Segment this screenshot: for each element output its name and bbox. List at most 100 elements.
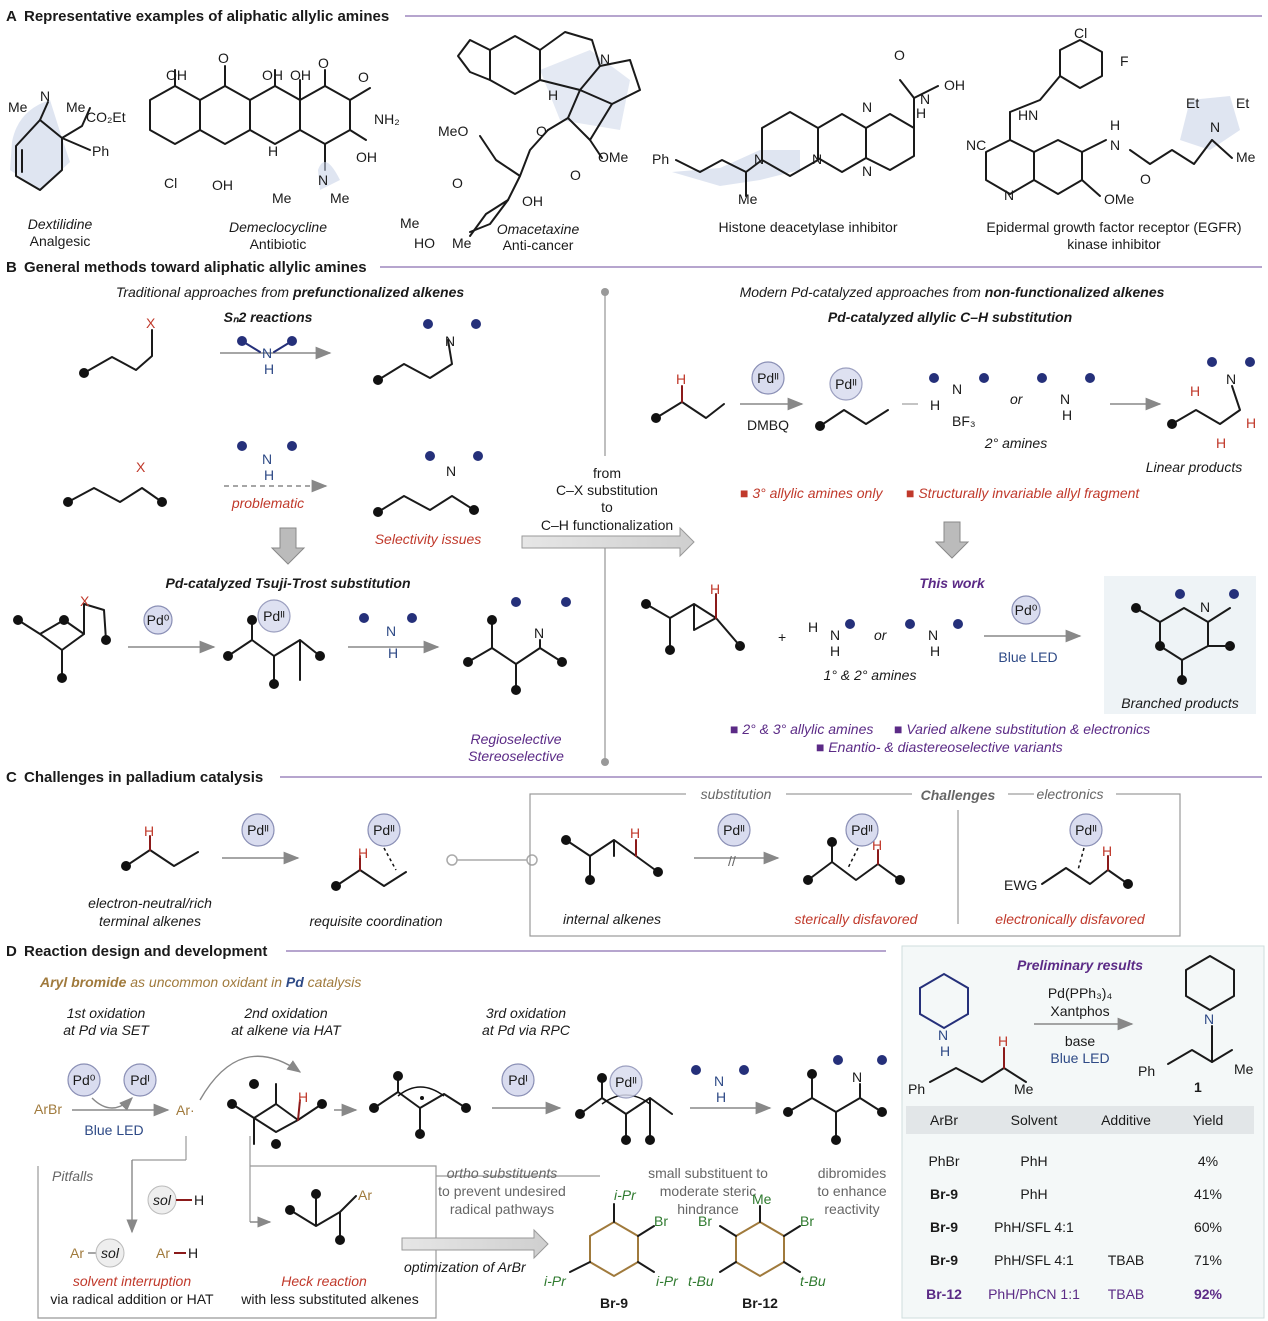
ox3-label: 3rd oxidation (486, 1005, 566, 1021)
atom-n: N (600, 51, 610, 67)
table-row: PhBr PhH 4% (928, 1153, 1218, 1169)
atom-n: N (1226, 371, 1236, 387)
table-row: Br-9 PhH/SFL 4:1 TBAB 71% (930, 1252, 1222, 1268)
atom-n: N (920, 91, 930, 107)
regioselective-label: Regioselective (470, 731, 561, 747)
solvent-interruption-label: solvent interruption (73, 1273, 192, 1289)
atom-n: N (318, 172, 328, 188)
dextilidine-structure: N Me Me CO₂Et Ph Dextilidine Analgesic (8, 88, 126, 249)
ox2-label: 2nd oxidation (243, 1005, 328, 1021)
atom-oh: OH (166, 67, 187, 83)
egfr-inhibitor-structure: Cl F HN NC N N H O OMe N Et Et Me Epider… (966, 25, 1256, 252)
blue-led-label: Blue LED (84, 1122, 143, 1138)
allylic-h: H (872, 837, 882, 853)
atom-n: N (1060, 391, 1070, 407)
atom-h: H (194, 1192, 204, 1208)
panel-a: A Representative examples of aliphatic a… (6, 8, 1262, 253)
design-note: moderate steric (660, 1183, 756, 1199)
atom-oh: OH (212, 177, 233, 193)
atom-n: N (1204, 1011, 1214, 1027)
center-text-line: C–X substitution (556, 482, 658, 498)
hdac-inhibitor-structure: Ph N N Me N N O N H OH Histone deacetyla… (652, 47, 965, 235)
atom-n: N (1210, 119, 1220, 135)
heck-detail: with less substituted alkenes (240, 1291, 418, 1307)
table-row: Br-12 PhH/PhCN 1:1 TBAB 92% (926, 1286, 1222, 1302)
atom-h: H (808, 619, 818, 635)
design-note: to prevent undesired (438, 1183, 566, 1199)
atom-ph: Ph (908, 1081, 925, 1097)
atom-hn: HN (1018, 107, 1038, 123)
table-row: Br-9 PhH/SFL 4:1 60% (930, 1219, 1222, 1235)
pd2-badge: Pdᴵᴵ (373, 822, 395, 838)
heck-label: Heck reaction (281, 1273, 367, 1289)
ox1-label: at Pd via SET (63, 1022, 150, 1038)
atom-n: N (1110, 137, 1120, 153)
svg-text:TBAB: TBAB (1108, 1252, 1145, 1268)
atom-ome: OMe (598, 149, 629, 165)
panel-a-title: Representative examples of aliphatic all… (24, 8, 389, 25)
sol-badge: sol (101, 1245, 120, 1261)
compound-name: Epidermal growth factor receptor (EGFR) (986, 219, 1241, 235)
panel-d-subtitle: Aryl bromide as uncommon oxidant in Pd c… (39, 974, 361, 990)
design-note: to enhance (817, 1183, 886, 1199)
compound-use: Analgesic (30, 233, 91, 249)
atom-h: H (264, 361, 274, 377)
ipr-label: i-Pr (614, 1187, 637, 1203)
panel-c-letter: C (6, 769, 17, 786)
amines-12-label: 1° & 2° amines (824, 667, 917, 683)
atom-o: O (570, 167, 581, 183)
allylic-h: H (676, 371, 686, 387)
ewg-label: EWG (1004, 877, 1037, 893)
limitation: ■ 3° allylic amines only (740, 485, 883, 501)
benefit: ■ Enantio- & diastereoselective variants (816, 739, 1063, 755)
linear-products-label: Linear products (1146, 459, 1243, 475)
atom-n: N (262, 345, 272, 361)
atom-n: N (862, 99, 872, 115)
panel-a-letter: A (6, 8, 17, 25)
atom-n: N (938, 1027, 948, 1043)
compound-use: kinase inhibitor (1067, 236, 1161, 252)
design-note: reactivity (824, 1201, 879, 1217)
atom-n: N (830, 627, 840, 643)
atom-h: H (940, 1043, 950, 1059)
svg-text:TBAB: TBAB (1108, 1286, 1145, 1302)
atom-n: N (386, 623, 396, 639)
sol-badge: sol (153, 1192, 172, 1208)
atom-n: N (262, 451, 272, 467)
atom-ph: Ph (1138, 1063, 1155, 1079)
atom-nh2: NH₂ (374, 111, 400, 127)
compound-use: Antibiotic (250, 236, 307, 252)
atom-ome: OMe (1104, 191, 1135, 207)
linear-h: H (1190, 383, 1200, 399)
atom-me: Me (738, 191, 758, 207)
svg-text:4%: 4% (1198, 1153, 1218, 1169)
ipr-label: i-Pr (656, 1273, 679, 1289)
ar-label: Ar (156, 1245, 170, 1261)
svg-text:PhH: PhH (1020, 1186, 1047, 1202)
pd2-badge: Pdᴵᴵ (1075, 822, 1097, 838)
panel-d: D Reaction design and development Aryl b… (6, 943, 1265, 1319)
atom-h: H (268, 143, 278, 159)
linear-h: H (1216, 435, 1226, 451)
atom-h: H (916, 105, 926, 121)
atom-h: H (1062, 407, 1072, 423)
atom-o: O (218, 50, 229, 66)
allylic-h: H (630, 825, 640, 841)
allylic-h: H (710, 581, 720, 597)
atom-meo: MeO (438, 123, 468, 139)
atom-n: N (812, 151, 822, 167)
arbr-label: ArBr (34, 1101, 62, 1117)
tbu-label: t-Bu (688, 1273, 714, 1289)
design-note: hindrance (677, 1201, 739, 1217)
panel-b: B General methods toward aliphatic allyl… (6, 259, 1262, 766)
atom-cl: Cl (164, 175, 177, 191)
atom-me: Me (1236, 149, 1256, 165)
pd2-badge: Pdᴵᴵ (615, 1074, 637, 1090)
condition-line: Pd(PPh₃)₄ (1048, 985, 1113, 1001)
atom-n: N (1004, 187, 1014, 203)
left-heading: Traditional approaches from prefunctiona… (116, 284, 465, 300)
center-text-line: from (593, 465, 621, 481)
pd2-badge: Pdᴵᴵ (247, 822, 269, 838)
pd2-badge: Pdᴵᴵ (263, 608, 285, 624)
omacetaxine-structure: N H O OMe O MeO O OH Me HO Me Omacetaxin… (400, 31, 641, 253)
